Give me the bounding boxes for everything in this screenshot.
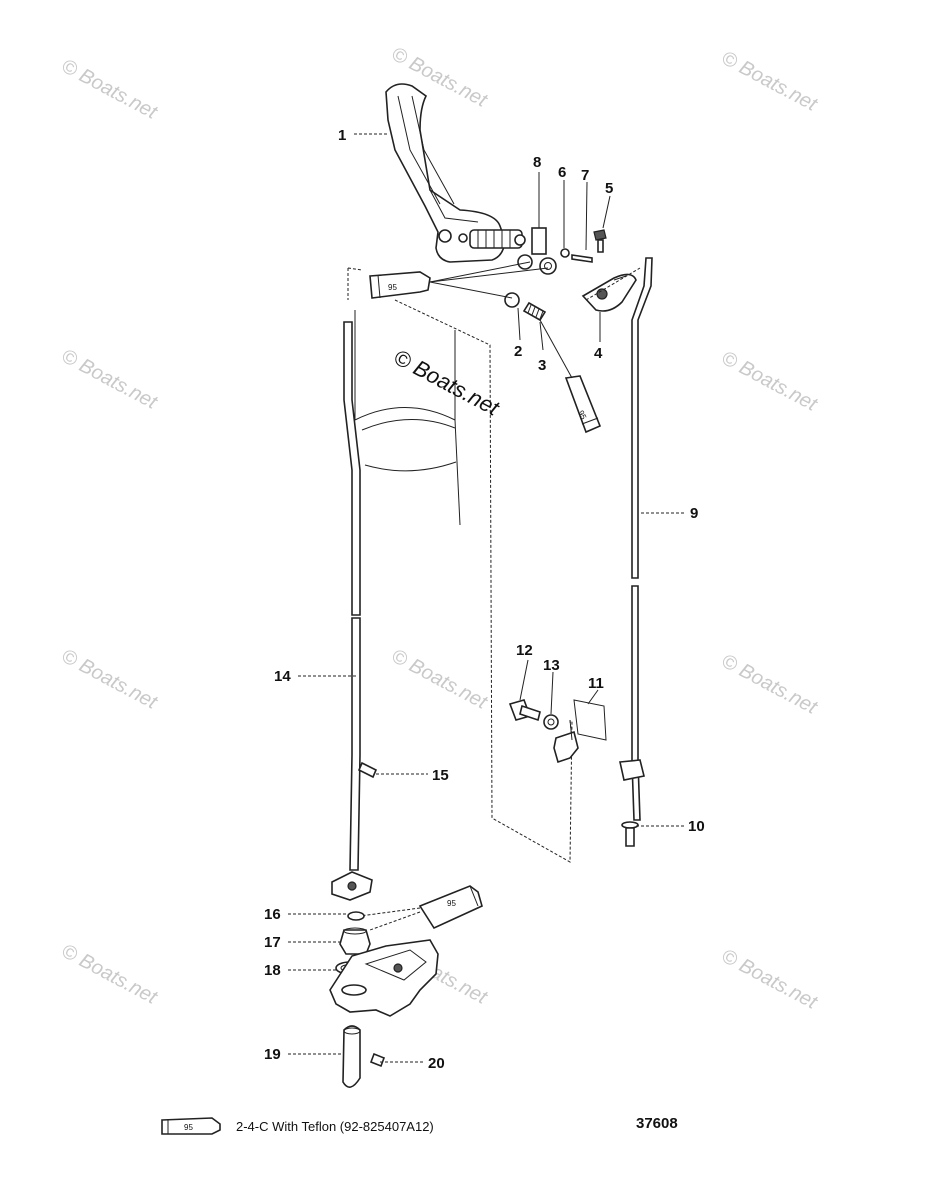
- callout-6: 6: [558, 164, 566, 181]
- callout-13: 13: [543, 657, 560, 674]
- lower-bracket: [331, 871, 373, 901]
- bolt: [508, 699, 541, 722]
- watermark-text: © Boats.net: [718, 47, 822, 116]
- shift-cam: [581, 273, 637, 312]
- detent-spring: [522, 301, 547, 322]
- callout-7: 7: [581, 167, 589, 184]
- shift-rod-connector: [553, 719, 579, 764]
- o-ring: [347, 911, 365, 921]
- callout-15: 15: [432, 767, 449, 784]
- callout-2: 2: [514, 343, 522, 360]
- shift-rod: [619, 257, 653, 847]
- tube-label: 95: [447, 899, 456, 908]
- callout-17: 17: [264, 934, 281, 951]
- lower-shift-shaft: [342, 1025, 361, 1088]
- callout-1: 1: [338, 127, 346, 144]
- lubricant-tube: 95: [564, 375, 602, 434]
- callout-12: 12: [516, 642, 533, 659]
- callout-18: 18: [264, 962, 281, 979]
- watermark-text: © Boats.net: [58, 345, 162, 414]
- tube-label: 95: [388, 283, 397, 292]
- callout-8: 8: [533, 154, 541, 171]
- watermark-text: © Boats.net: [58, 940, 162, 1009]
- rod-guide-label-box: [573, 699, 607, 741]
- callout-5: 5: [605, 180, 613, 197]
- callout-19: 19: [264, 1046, 281, 1063]
- set-screw: [369, 1052, 386, 1068]
- grommet: [339, 927, 371, 955]
- screw: [593, 229, 607, 253]
- washer: [543, 714, 559, 730]
- legend-tube-label: 95: [184, 1123, 193, 1132]
- watermark-text: © Boats.net: [388, 645, 492, 714]
- callout-9: 9: [690, 505, 698, 522]
- callout-numbers: 1 8 6 7 5 2 3 4 9 10 14 15 12 13 11 16 1…: [264, 127, 705, 1072]
- shift-rod: [343, 321, 378, 871]
- watermark-text: © Boats.net: [718, 945, 822, 1014]
- legend-text: 2-4-C With Teflon (92-825407A12): [236, 1119, 434, 1134]
- callout-4: 4: [594, 345, 603, 362]
- figure-number: 37608: [636, 1115, 678, 1132]
- watermark-text: © Boats.net: [718, 347, 822, 416]
- lubricant-tube: 95: [418, 885, 483, 930]
- detent-ball: [504, 292, 520, 308]
- legend: 95 2-4-C With Teflon (92-825407A12): [161, 1117, 434, 1135]
- callout-14: 14: [274, 668, 291, 685]
- tube-label: 95: [576, 409, 588, 421]
- callout-leaders: [288, 133, 684, 1063]
- watermark-text: © Boats.net: [718, 650, 822, 719]
- callout-3: 3: [538, 357, 546, 374]
- center-watermark: © Boats.net: [390, 344, 504, 421]
- callout-10: 10: [688, 818, 705, 835]
- watermark-text: © Boats.net: [58, 55, 162, 124]
- shift-lever: [385, 83, 526, 263]
- housing-plate: [329, 939, 439, 1017]
- lubricant-leaders: [359, 261, 573, 931]
- watermark-text: © Boats.net: [58, 645, 162, 714]
- callout-20: 20: [428, 1055, 445, 1072]
- lubricant-tube: 95: [369, 271, 431, 299]
- bushing: [517, 227, 557, 275]
- watermark-layer: © Boats.net © Boats.net © Boats.net © Bo…: [58, 43, 822, 1014]
- washer-and-pin: [560, 248, 593, 263]
- callout-16: 16: [264, 906, 281, 923]
- callout-11: 11: [588, 675, 604, 692]
